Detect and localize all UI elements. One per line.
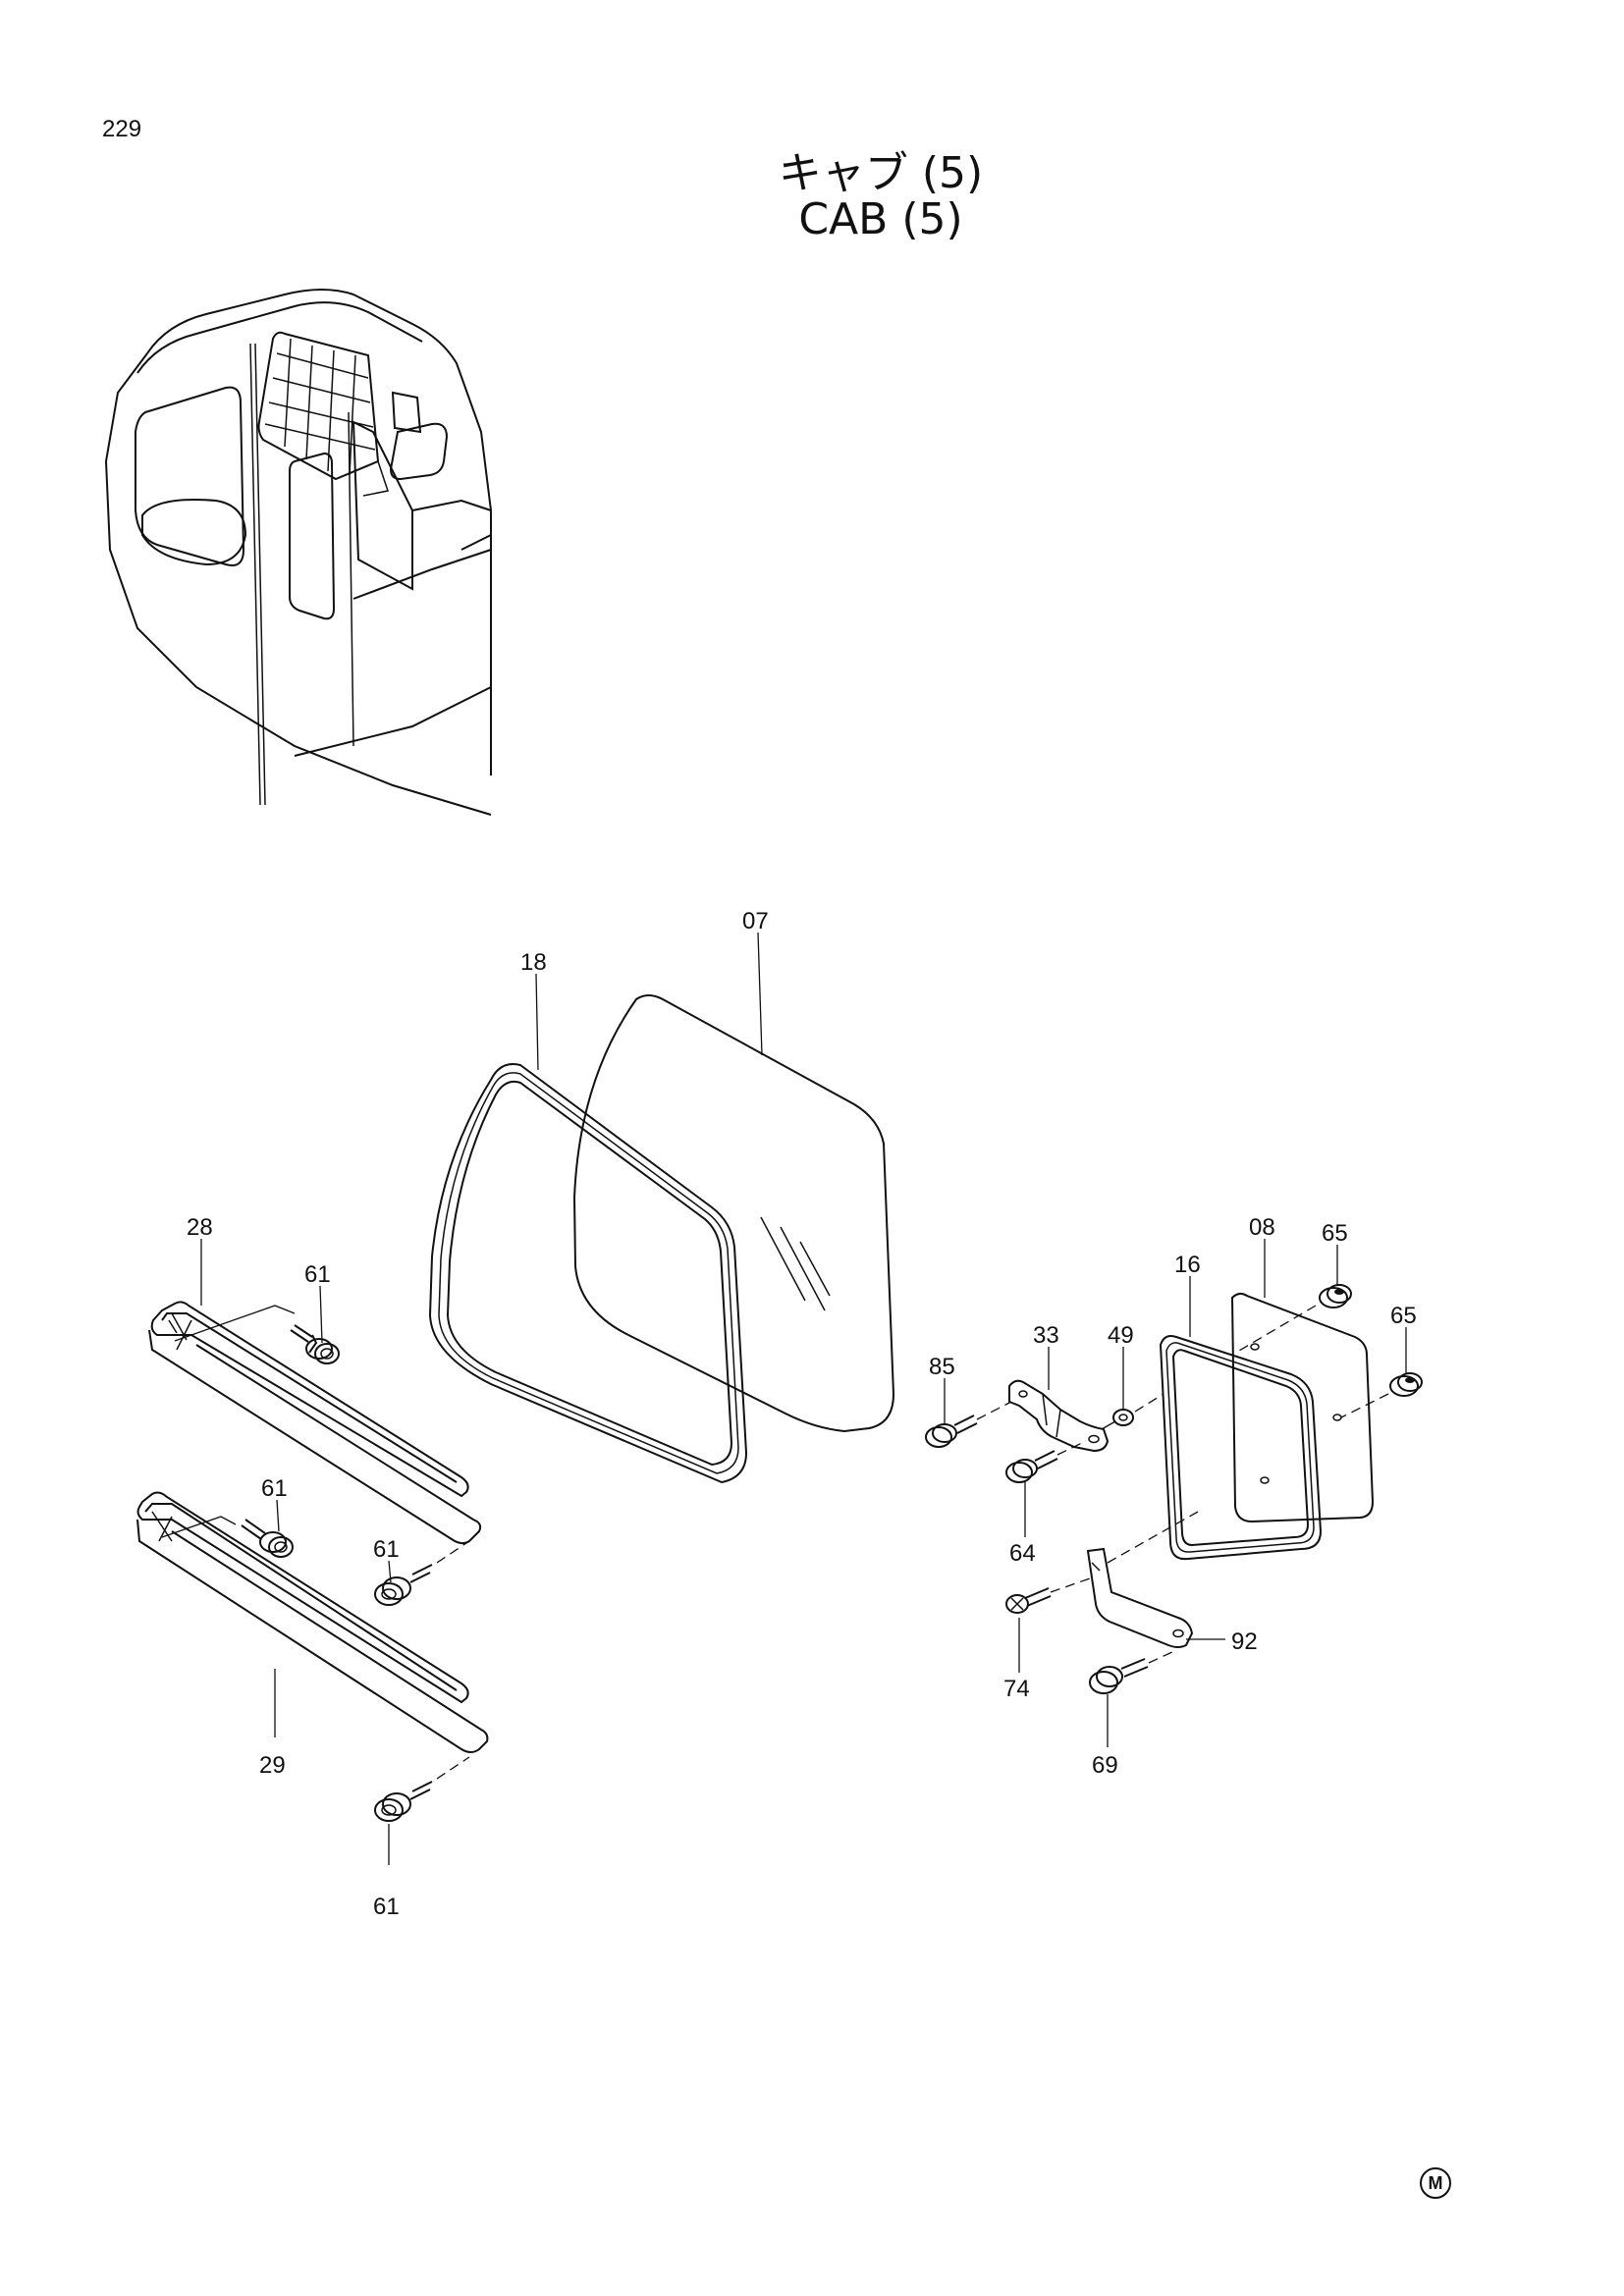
highlighted-window-hatch bbox=[257, 331, 380, 481]
bolt-61-middle-left bbox=[241, 1519, 294, 1558]
cab-overview-illustration bbox=[104, 289, 492, 816]
callout-61-middle-right: 61 bbox=[373, 1536, 400, 1563]
page-title-japanese: キャブ (5) bbox=[778, 148, 984, 198]
part-07-window-glass bbox=[572, 994, 895, 1433]
callout-49: 49 bbox=[1108, 1322, 1134, 1349]
bolt-61-middle-right bbox=[374, 1540, 470, 1606]
part-29-lower-rail bbox=[136, 1491, 489, 1753]
callout-leaders bbox=[200, 932, 1407, 1865]
callout-74: 74 bbox=[1003, 1676, 1030, 1702]
callout-61-upper: 61 bbox=[304, 1261, 331, 1288]
callout-07: 07 bbox=[742, 908, 769, 934]
page-title-english: CAB (5) bbox=[798, 194, 963, 244]
page-number: 229 bbox=[102, 116, 142, 142]
callout-29: 29 bbox=[259, 1752, 286, 1779]
callout-08: 08 bbox=[1249, 1214, 1275, 1241]
callout-16: 16 bbox=[1174, 1252, 1201, 1278]
m-mark-icon: M bbox=[1420, 2167, 1451, 2199]
callout-28: 28 bbox=[187, 1214, 213, 1241]
callout-69: 69 bbox=[1092, 1752, 1118, 1779]
bolt-85 bbox=[925, 1401, 1012, 1448]
part-08-panel bbox=[1230, 1292, 1375, 1523]
callout-92: 92 bbox=[1231, 1629, 1258, 1655]
bolt-64 bbox=[1005, 1440, 1087, 1483]
bolt-61-lower bbox=[374, 1756, 470, 1822]
callout-64: 64 bbox=[1009, 1540, 1036, 1567]
callout-61-lower: 61 bbox=[373, 1894, 400, 1920]
callout-33: 33 bbox=[1033, 1322, 1059, 1349]
screw-74 bbox=[1005, 1577, 1091, 1614]
part-33-bracket bbox=[1008, 1379, 1110, 1453]
bolt-61-upper bbox=[290, 1324, 340, 1364]
part-92-bracket bbox=[1086, 1511, 1199, 1648]
part-16-seal bbox=[1159, 1335, 1323, 1561]
callout-18: 18 bbox=[520, 949, 547, 976]
bolt-69 bbox=[1089, 1650, 1175, 1694]
nut-65-upper bbox=[1238, 1284, 1352, 1352]
washer-49 bbox=[1101, 1393, 1164, 1430]
callout-65-lower: 65 bbox=[1390, 1303, 1417, 1329]
callout-61-middle-left: 61 bbox=[261, 1475, 288, 1502]
nut-65-lower bbox=[1340, 1372, 1423, 1418]
callout-labels: 07 18 28 61 61 61 29 61 85 33 49 16 08 6… bbox=[187, 908, 1417, 1920]
callout-65-upper: 65 bbox=[1322, 1220, 1348, 1247]
part-18-window-seal bbox=[428, 1063, 748, 1484]
callout-85: 85 bbox=[929, 1354, 955, 1380]
